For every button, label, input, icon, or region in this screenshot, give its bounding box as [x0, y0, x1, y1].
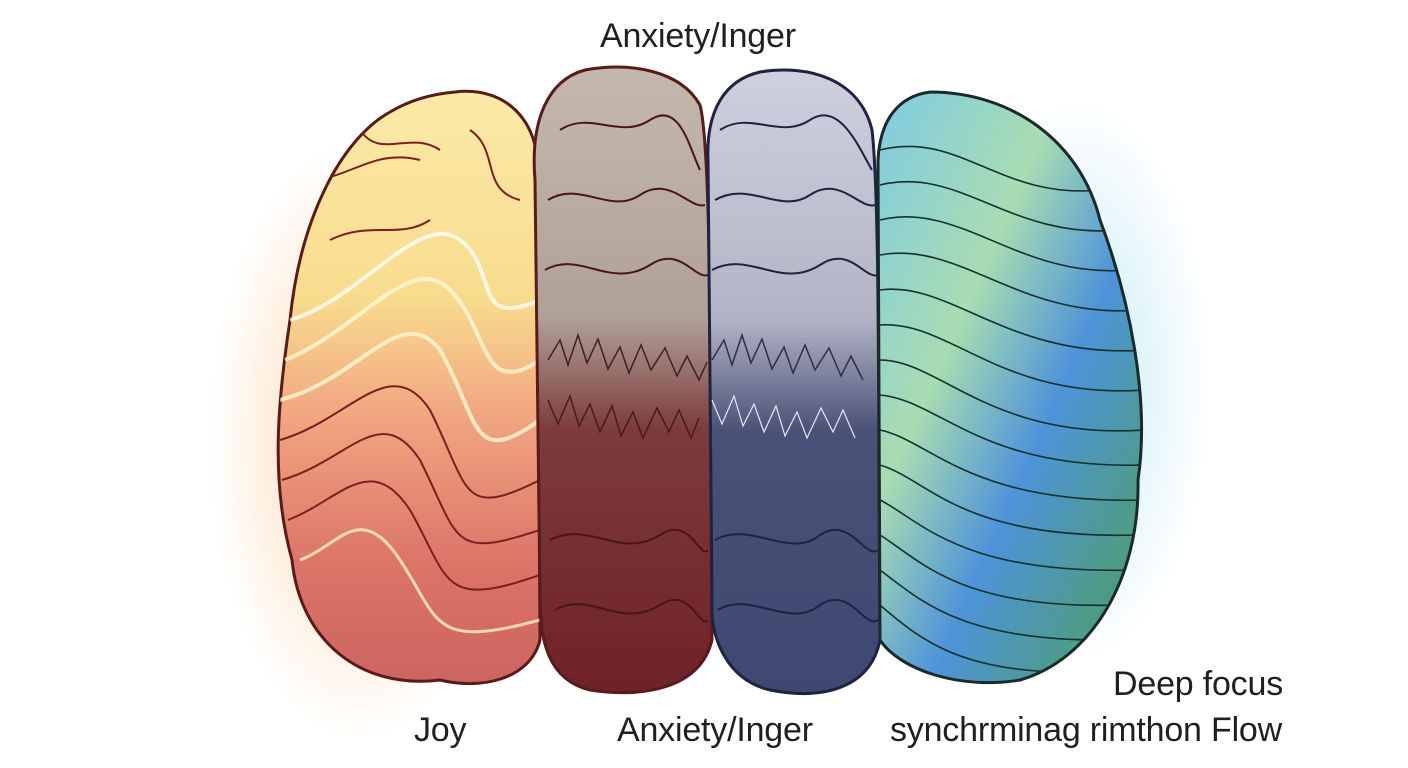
label-deep-focus: Deep focus — [1113, 665, 1283, 703]
top-label-anxiety: Anxiety/Inger — [600, 17, 796, 55]
label-joy: Joy — [414, 711, 467, 749]
label-anxiety: Anxiety/Inger — [617, 711, 813, 749]
label-flow: synchrminag rimthon Flow — [890, 711, 1282, 749]
anxiety-right-hemisphere — [706, 68, 882, 695]
flow-hemisphere — [876, 90, 1143, 685]
anxiety-left-hemisphere — [532, 65, 714, 695]
